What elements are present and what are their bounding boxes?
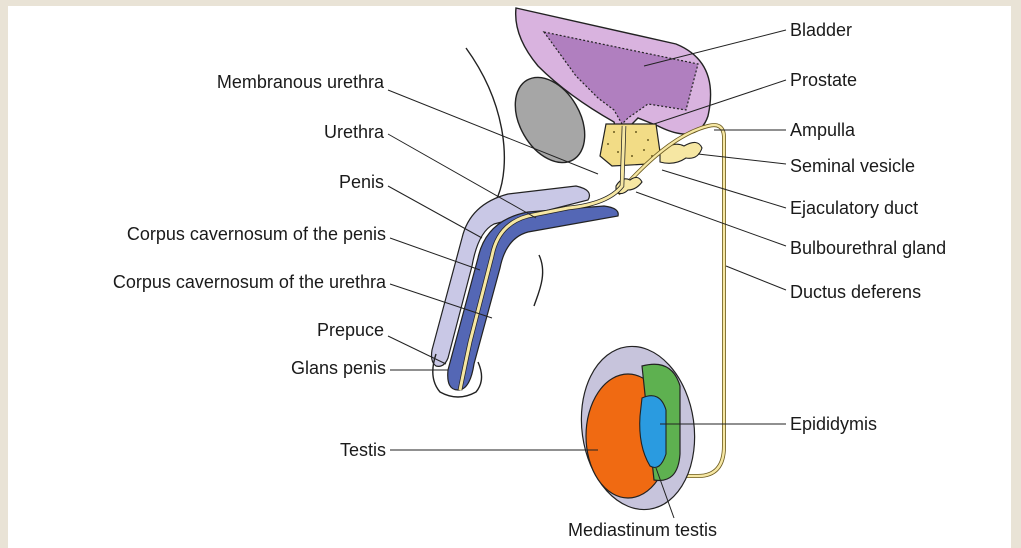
label-urethra: Urethra	[8, 122, 384, 142]
label-glans-penis: Glans penis	[8, 358, 386, 378]
label-corpus-cavernosum-penis: Corpus cavernosum of the penis	[8, 224, 386, 244]
label-ampulla: Ampulla	[790, 120, 855, 140]
label-seminal-vesicle: Seminal vesicle	[790, 156, 915, 176]
label-bulbourethral-gland: Bulbourethral gland	[790, 238, 946, 258]
label-ductus-deferens: Ductus deferens	[790, 282, 921, 302]
diagram-canvas: Bladder Prostate Ampulla Seminal vesicle…	[8, 6, 1011, 548]
label-bladder: Bladder	[790, 20, 852, 40]
label-penis: Penis	[8, 172, 384, 192]
label-corpus-cavernosum-urethra: Corpus cavernosum of the urethra	[8, 272, 386, 292]
label-ejaculatory-duct: Ejaculatory duct	[790, 198, 918, 218]
label-prostate: Prostate	[790, 70, 857, 90]
label-membranous-urethra: Membranous urethra	[8, 72, 384, 92]
scrotum-outline	[534, 255, 543, 306]
label-prepuce: Prepuce	[8, 320, 384, 340]
label-testis: Testis	[8, 440, 386, 460]
label-mediastinum-testis: Mediastinum testis	[568, 520, 717, 540]
label-epididymis: Epididymis	[790, 414, 877, 434]
